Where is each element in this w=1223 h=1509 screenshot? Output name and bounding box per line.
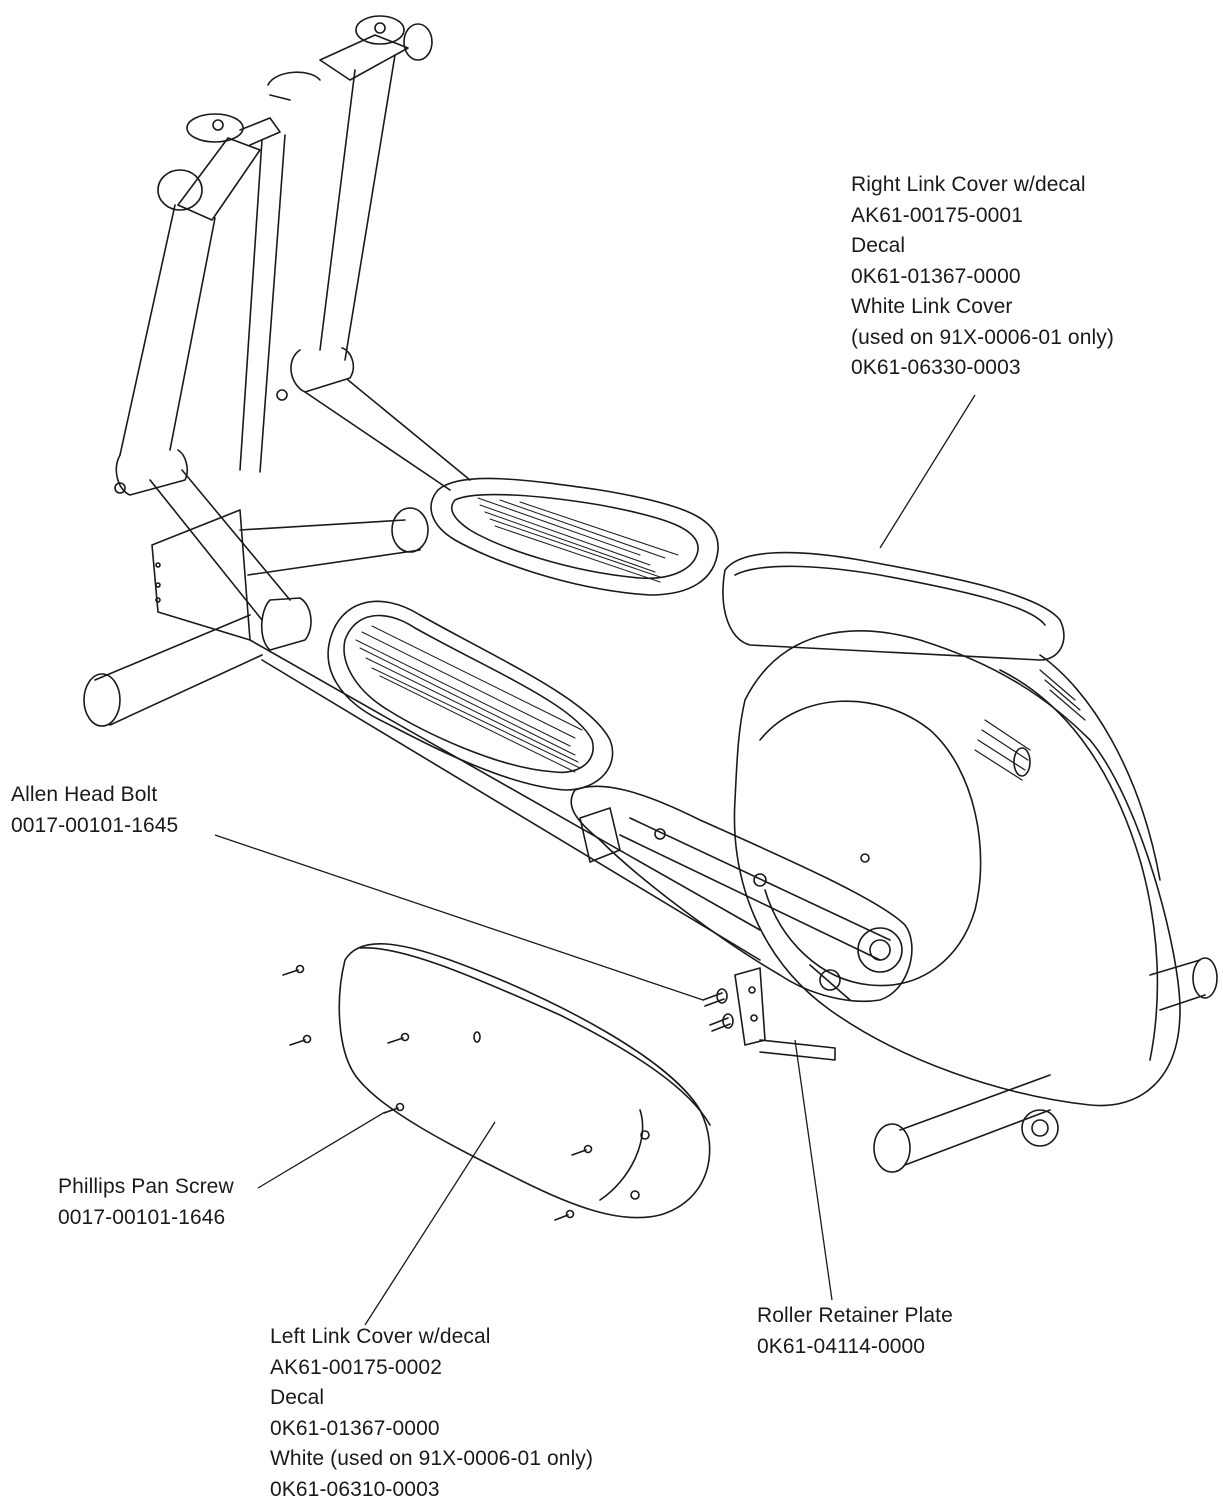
pedal-right (430, 477, 719, 596)
callout-line: 0K61-06330-0003 (851, 356, 1021, 379)
callout-line: Allen Head Bolt (11, 783, 158, 806)
callout-roller-retainer-plate: Roller Retainer Plate 0K61-04114-0000 (757, 1301, 953, 1362)
callout-line: 0K61-01367-0000 (851, 264, 1021, 288)
right-link-cover-part (722, 551, 1065, 661)
link-arms (149, 379, 471, 621)
callout-line: 0K61-04114-0000 (757, 1334, 926, 1358)
callout-line: White Link Cover (851, 295, 1013, 318)
leader-roller-retainer-plate (794, 1039, 833, 1301)
callout-line: (used on 91X-0006-01 only) (851, 325, 1114, 349)
leader-allen-head-bolt (214, 834, 704, 1001)
left-link-cover-part (338, 943, 711, 1219)
arm-left (114, 113, 281, 496)
callout-allen-head-bolt: Allen Head Bolt 0017-00101-1645 (11, 780, 178, 841)
leader-left-link-cover (364, 1121, 496, 1326)
leader-right-link-cover (879, 394, 976, 549)
base-frame (83, 507, 1218, 1173)
callout-phillips-pan-screw: Phillips Pan Screw 0017-00101-1646 (58, 1172, 234, 1233)
pedal-left (327, 600, 614, 791)
callout-left-link-cover: Left Link Cover w/decal AK61-00175-0002 … (270, 1322, 593, 1505)
arm-right (239, 15, 433, 473)
callout-line: 0K61-01367-0000 (270, 1416, 440, 1440)
callout-line: 0017-00101-1645 (11, 813, 179, 837)
callout-line: Phillips Pan Screw (58, 1175, 234, 1198)
callout-line: 0K61-06310-0003 (270, 1477, 440, 1501)
callout-right-link-cover: Right Link Cover w/decal AK61-00175-0001… (851, 170, 1114, 384)
callout-line: Decal (851, 234, 906, 257)
callout-line: Right Link Cover w/decal (851, 173, 1086, 196)
phillips-pan-screws (282, 964, 593, 1221)
inner-link-arm (570, 785, 913, 1003)
callout-line: Roller Retainer Plate (757, 1304, 953, 1327)
allen-head-bolts (702, 988, 734, 1032)
leader-lines (214, 394, 976, 1326)
callout-line: Decal (270, 1386, 325, 1409)
callout-line: AK61-00175-0001 (851, 203, 1023, 227)
callout-line: 0017-00101-1646 (58, 1205, 226, 1229)
callout-line: White (used on 91X-0006-01 only) (270, 1447, 594, 1470)
callout-line: Left Link Cover w/decal (270, 1325, 491, 1348)
callout-line: AK61-00175-0002 (270, 1355, 442, 1379)
front-shroud (733, 630, 1181, 1107)
leader-phillips-pan-screw (257, 1111, 386, 1189)
